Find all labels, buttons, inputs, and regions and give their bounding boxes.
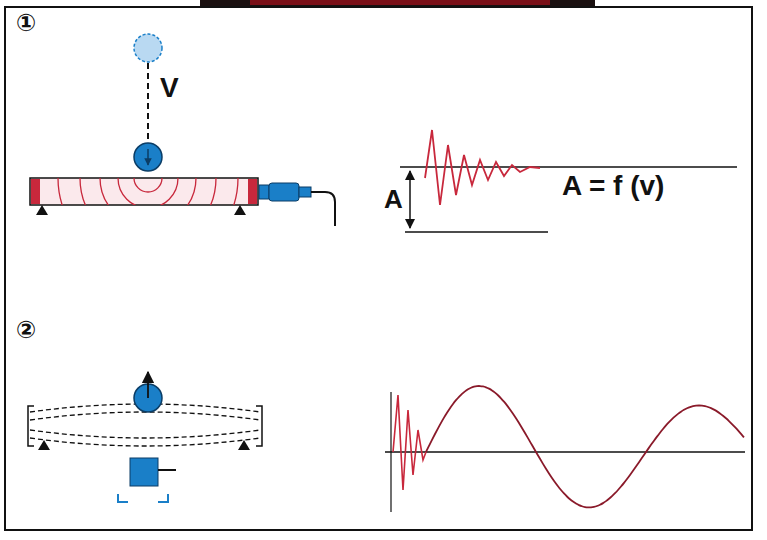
cable [158, 469, 176, 471]
beam-end [248, 179, 257, 204]
panel-number: ① [16, 11, 36, 35]
support [36, 205, 48, 215]
support [238, 440, 250, 450]
baseline [405, 231, 548, 233]
rebound-arrow [147, 372, 149, 398]
support [38, 440, 50, 450]
formula: A = f (v) [562, 172, 664, 200]
ball-arrow [147, 149, 149, 165]
drop-path [147, 63, 149, 141]
amplitude-label: A [384, 186, 403, 212]
sensor [130, 458, 158, 486]
sensor [259, 185, 269, 199]
beam-end [256, 406, 262, 446]
support [234, 205, 246, 215]
beam-end [31, 179, 40, 204]
panel-number: ② [16, 318, 36, 342]
ball-start [134, 34, 162, 62]
frame [5, 7, 752, 530]
top-bar-red [250, 0, 550, 5]
ball [134, 143, 162, 171]
impact-signal [393, 395, 426, 490]
impact-waves [58, 178, 238, 205]
sensor [299, 187, 311, 197]
amplitude-dimension [409, 171, 411, 228]
sensor [269, 183, 299, 201]
baseline [385, 451, 745, 453]
velocity-label: V [160, 74, 179, 102]
time-zero [390, 392, 391, 512]
cable [311, 192, 335, 226]
sensor-mount [118, 494, 168, 502]
top-bar [200, 0, 595, 7]
impact-signal [425, 130, 540, 205]
vibration-signal [426, 386, 744, 507]
beam-end [28, 406, 34, 446]
